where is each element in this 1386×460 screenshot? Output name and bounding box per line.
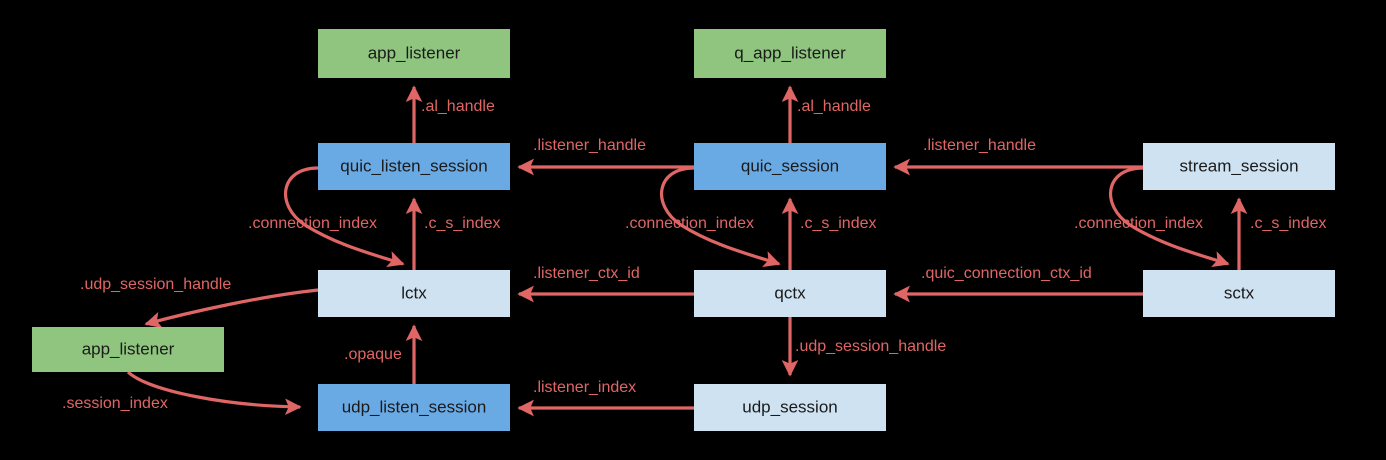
node-box[interactable] xyxy=(1143,270,1335,317)
node-box[interactable] xyxy=(694,143,886,190)
node-box[interactable] xyxy=(318,270,510,317)
node-box[interactable] xyxy=(32,327,224,372)
edge-path xyxy=(126,370,302,416)
edge-label: .quic_connection_ctx_id xyxy=(921,265,1092,282)
node-lctx[interactable]: lctx xyxy=(318,270,510,317)
edge-listener-ctx-id: .listener_ctx_id xyxy=(517,265,694,303)
edge-label: .listener_handle xyxy=(533,137,646,154)
edge-layer: .al_handle .al_handle .listener_handle .… xyxy=(62,85,1327,417)
edge-label: .listener_index xyxy=(533,379,636,396)
edge-label: .c_s_index xyxy=(424,215,501,232)
edge-listener-handle-right: .listener_handle xyxy=(893,137,1143,176)
node-box[interactable] xyxy=(318,384,510,431)
edge-opaque: .opaque xyxy=(344,324,423,384)
edge-udp-session-handle-mid: .udp_session_handle xyxy=(781,317,946,377)
edge-session-index: .session_index xyxy=(62,370,302,416)
edge-label: .listener_ctx_id xyxy=(533,265,640,282)
node-box[interactable] xyxy=(694,29,886,78)
node-quic-session[interactable]: quic_session xyxy=(694,143,886,190)
edge-listener-handle-mid: .listener_handle xyxy=(517,137,694,176)
edge-label: .opaque xyxy=(344,346,402,363)
edge-path xyxy=(660,166,781,267)
edge-path xyxy=(144,288,319,329)
node-box[interactable] xyxy=(318,143,510,190)
edge-udp-session-handle-left: .udp_session_handle xyxy=(80,276,319,329)
node-qctx[interactable]: qctx xyxy=(694,270,886,317)
edge-label: .al_handle xyxy=(797,98,871,115)
edge-al-handle-left: .al_handle xyxy=(405,85,495,143)
edge-label: .c_s_index xyxy=(800,215,877,232)
edge-label: .session_index xyxy=(62,395,168,412)
edge-label: .udp_session_handle xyxy=(80,276,231,293)
node-udp-listen-session[interactable]: udp_listen_session xyxy=(318,384,510,431)
edge-label: .udp_session_handle xyxy=(795,338,946,355)
edge-c-s-index-right: .c_s_index xyxy=(1230,197,1327,270)
node-q-app-listener[interactable]: q_app_listener xyxy=(694,29,886,78)
edge-quic-connection-ctx-id: .quic_connection_ctx_id xyxy=(893,265,1143,303)
node-udp-session[interactable]: udp_session xyxy=(694,384,886,431)
node-stream-session[interactable]: stream_session xyxy=(1143,143,1335,190)
node-quic-listen-session[interactable]: quic_listen_session xyxy=(318,143,510,190)
edge-label: .al_handle xyxy=(421,98,495,115)
edge-path xyxy=(284,166,405,267)
edge-al-handle-right: .al_handle xyxy=(781,85,871,143)
node-box[interactable] xyxy=(694,270,886,317)
edge-listener-index: .listener_index xyxy=(517,379,694,417)
node-box[interactable] xyxy=(1143,143,1335,190)
node-box[interactable] xyxy=(318,29,510,78)
node-box[interactable] xyxy=(694,384,886,431)
edge-label: .listener_handle xyxy=(923,137,1036,154)
edge-label: .c_s_index xyxy=(1250,215,1327,232)
edge-c-s-index-left: .c_s_index xyxy=(405,197,501,270)
edge-c-s-index-mid: .c_s_index xyxy=(781,197,877,270)
node-sctx[interactable]: sctx xyxy=(1143,270,1335,317)
node-app-listener-bottom[interactable]: app_listener xyxy=(32,327,224,372)
node-app-listener-top[interactable]: app_listener xyxy=(318,29,510,78)
edge-path xyxy=(1109,166,1230,267)
